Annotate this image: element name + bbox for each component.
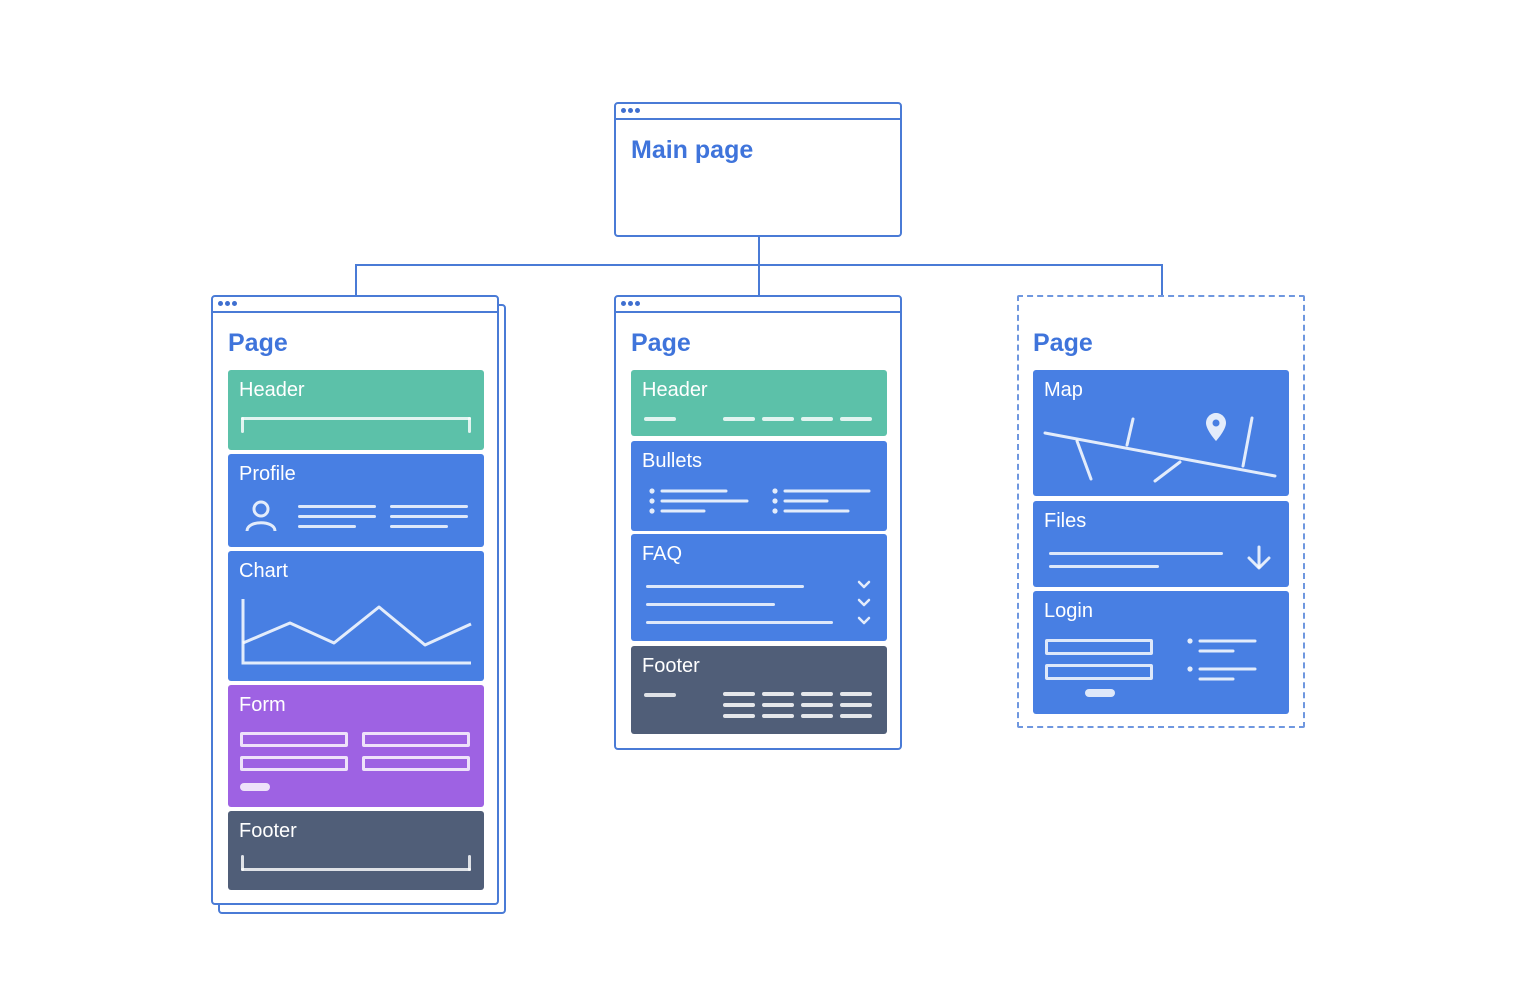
window-dot-icon <box>218 301 223 306</box>
page-title-left: Page <box>228 329 288 357</box>
window-dot-icon <box>621 301 626 306</box>
chart-block: Chart <box>228 551 484 681</box>
window-dot-icon <box>628 301 633 306</box>
form-field <box>362 732 470 747</box>
bullet-list-icon <box>649 488 871 514</box>
line-chart-icon <box>241 599 472 665</box>
chevron-down-icon <box>857 580 871 625</box>
header-block: Header <box>228 370 484 450</box>
footer-block: Footer <box>228 811 484 890</box>
page-title-right: Page <box>1033 329 1093 357</box>
header-nav-line <box>762 417 794 421</box>
profile-block: Profile <box>228 454 484 547</box>
profile-text-line <box>390 515 468 518</box>
footer-bar-left-tick <box>241 855 244 871</box>
window-titlebar <box>616 297 900 313</box>
window-titlebar <box>616 104 900 120</box>
profile-text-line <box>298 525 356 528</box>
files-block: Files <box>1033 501 1289 587</box>
page-window-middle: Page Header Bullets FAQ <box>614 295 902 750</box>
login-block: Login <box>1033 591 1289 714</box>
footer-block-label: Footer <box>642 655 700 677</box>
form-field <box>362 756 470 771</box>
profile-text-line <box>298 515 376 518</box>
map-block-label: Map <box>1044 379 1083 401</box>
faq-question-line <box>646 585 804 588</box>
user-icon <box>245 500 277 532</box>
page-window-left: Page Header Profile Chart Form <box>211 295 499 905</box>
window-dot-icon <box>225 301 230 306</box>
map-pin-icon <box>1206 413 1226 441</box>
map-block: Map <box>1033 370 1289 496</box>
header-block-label: Header <box>642 379 708 401</box>
connector-left-drop <box>355 264 357 296</box>
map-roads <box>1043 416 1277 483</box>
profile-text-line <box>298 505 376 508</box>
profile-text-line <box>390 505 468 508</box>
window-dot-icon <box>621 108 626 113</box>
form-field <box>240 732 348 747</box>
connector-right-drop <box>1161 264 1163 296</box>
footer-links-grid <box>723 692 872 718</box>
connector-root-stem <box>758 236 760 266</box>
window-dot-icon <box>232 301 237 306</box>
profile-text-line <box>390 525 448 528</box>
main-page-title: Main page <box>631 136 754 164</box>
header-nav-line <box>801 417 833 421</box>
file-line <box>1049 565 1159 568</box>
window-dot-icon <box>635 108 640 113</box>
login-field <box>1045 664 1153 680</box>
window-titlebar <box>213 297 497 313</box>
login-block-label: Login <box>1044 600 1093 622</box>
file-line <box>1049 552 1223 555</box>
page-title-middle: Page <box>631 329 691 357</box>
login-field <box>1045 639 1153 655</box>
header-block: Header <box>631 370 887 436</box>
faq-block: FAQ <box>631 534 887 641</box>
chart-block-label: Chart <box>239 560 288 582</box>
footer-logo-line <box>644 693 676 697</box>
page-window-right: Page Map Files L <box>1017 295 1305 728</box>
download-arrow-icon <box>1247 545 1271 570</box>
bullets-block-label: Bullets <box>642 450 703 472</box>
header-logo-line <box>644 417 676 421</box>
window-dot-icon <box>635 301 640 306</box>
header-bar-left-tick <box>241 417 244 433</box>
footer-block-label: Footer <box>239 820 297 842</box>
faq-block-label: FAQ <box>642 543 683 565</box>
bullets-block: Bullets <box>631 441 887 531</box>
footer-bar-right-tick <box>468 855 471 871</box>
connector-middle-drop <box>758 264 760 296</box>
footer-bar-line <box>241 868 471 871</box>
faq-question-line <box>646 621 833 624</box>
window-dot-icon <box>628 108 633 113</box>
footer-block: Footer <box>631 646 887 734</box>
files-block-label: Files <box>1044 510 1087 532</box>
form-field <box>240 756 348 771</box>
header-nav-line <box>723 417 755 421</box>
login-options-list <box>1187 638 1257 681</box>
header-bar-line <box>241 417 471 420</box>
login-button <box>1085 689 1115 697</box>
header-nav-line <box>840 417 872 421</box>
profile-block-label: Profile <box>239 463 296 485</box>
main-page-window: Main page <box>614 102 902 237</box>
faq-question-line <box>646 603 775 606</box>
header-block-label: Header <box>239 379 305 401</box>
form-submit-button <box>240 783 270 791</box>
header-bar-right-tick <box>468 417 471 433</box>
form-block-label: Form <box>239 694 286 716</box>
form-block: Form <box>228 685 484 807</box>
